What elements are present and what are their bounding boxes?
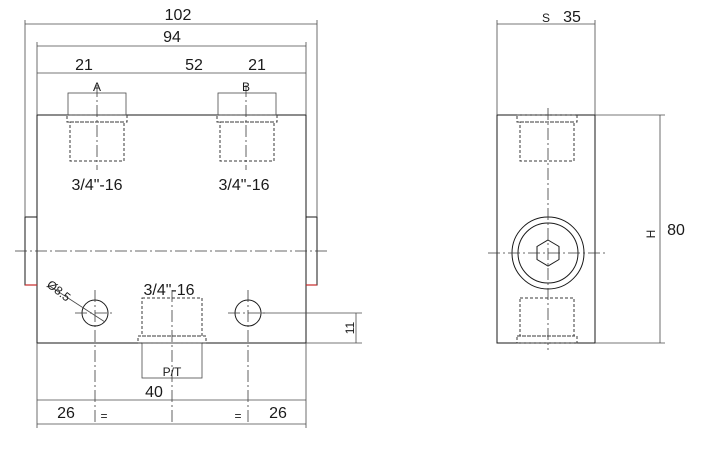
port-a <box>66 85 128 170</box>
port-b <box>216 85 278 170</box>
hex-socket-icon <box>536 239 560 267</box>
dim-port-spacing: 52 <box>185 57 203 74</box>
side-bottom-thread <box>519 297 575 337</box>
dim-body-width: 94 <box>163 29 181 46</box>
side-view: S 35 H 80 <box>488 9 685 350</box>
thread-port-pt: 3/4"-16 <box>143 282 194 299</box>
dim-width-label: S <box>542 11 550 25</box>
dim-overall-width: 102 <box>165 7 192 24</box>
thread-port-b: 3/4"-16 <box>218 177 269 194</box>
equal-mark-left: = <box>100 409 107 423</box>
side-top-counterbore <box>516 114 578 123</box>
port-pt-counterbore <box>137 335 207 344</box>
dim-hole-spacing: 40 <box>145 384 163 401</box>
diameter-leader <box>47 284 106 323</box>
port-pt <box>137 290 207 425</box>
port-b-thread <box>219 121 275 162</box>
dim-left-hole: 26 <box>57 405 75 422</box>
thread-port-a: 3/4"-16 <box>71 177 122 194</box>
mount-hole-diameter: Ø8.5 <box>44 277 73 304</box>
dim-port-a-offset: 21 <box>75 57 93 74</box>
port-b-label: B <box>242 80 250 94</box>
dim-height-label: H <box>644 230 658 239</box>
port-a-label: A <box>93 80 101 94</box>
side-body-outline <box>496 114 596 344</box>
front-view: 102 94 21 52 21 A B 3/4"-16 3/4"-16 3/4"… <box>15 7 362 428</box>
side-top-thread <box>519 121 575 162</box>
port-b-counterbore <box>216 114 278 123</box>
dim-width: 35 <box>563 9 581 26</box>
dim-port-b-offset: 21 <box>248 57 266 74</box>
port-pt-label: P/T <box>163 365 182 379</box>
front-body-outline <box>36 114 307 344</box>
dim-hole-height: 11 <box>343 321 357 334</box>
port-b-spotface <box>217 92 277 116</box>
equal-mark-right: = <box>234 409 241 423</box>
front-dimensions <box>24 20 362 428</box>
dim-right-hole: 26 <box>269 405 287 422</box>
mount-holes <box>47 284 268 425</box>
dim-height: 80 <box>667 222 685 239</box>
side-bottom-counterbore <box>516 335 578 344</box>
